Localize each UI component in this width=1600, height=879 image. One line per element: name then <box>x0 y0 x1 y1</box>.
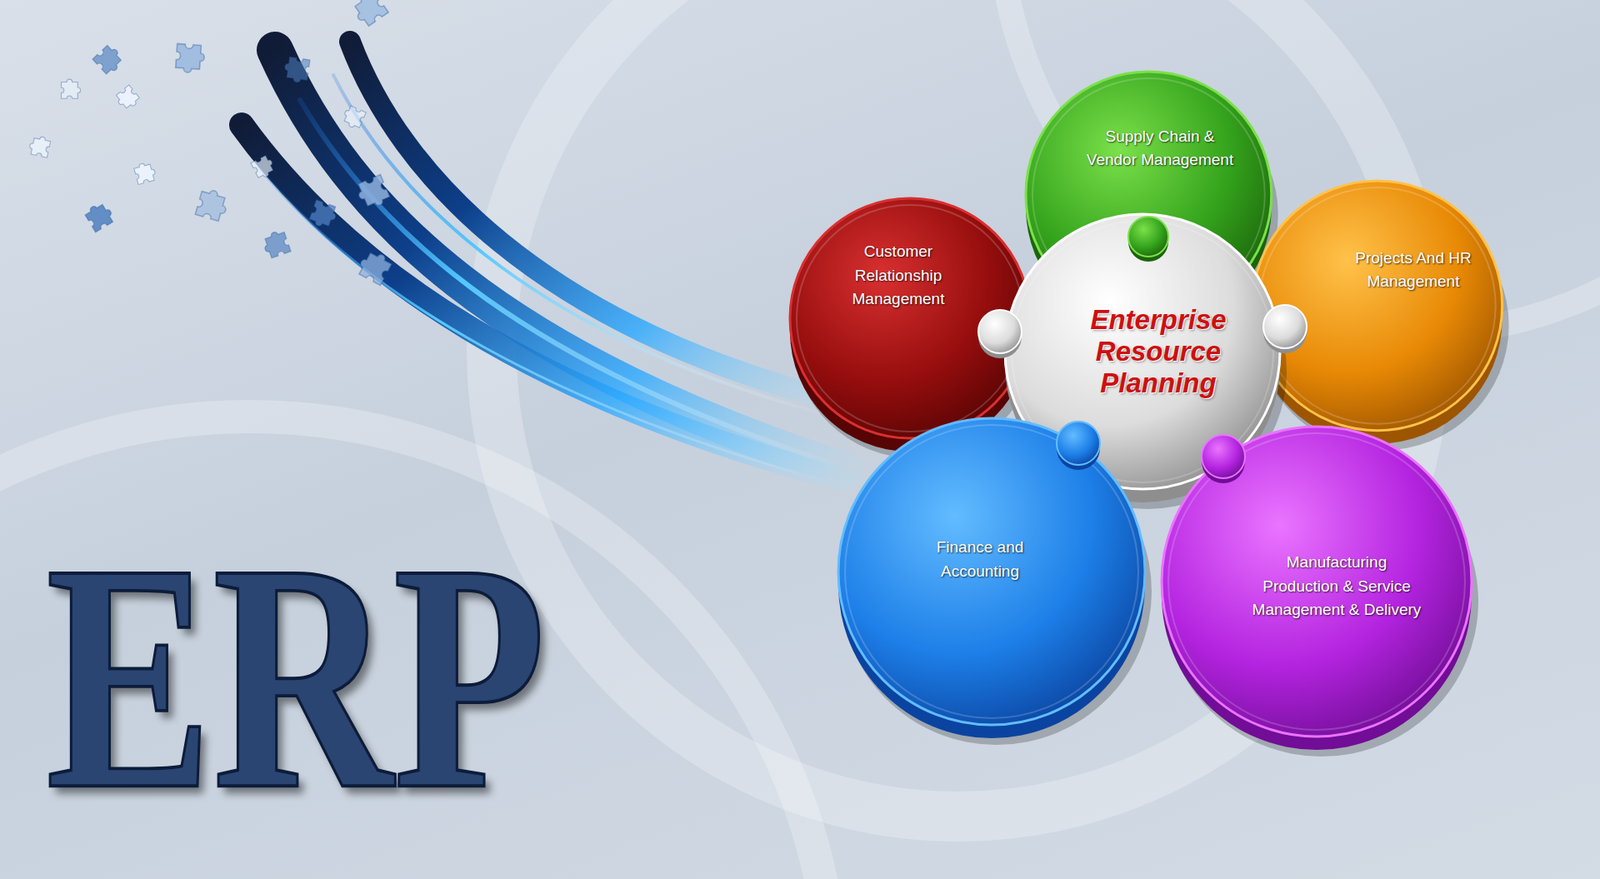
hub-label: Enterprise Resource Planning <box>1069 304 1249 400</box>
puzzle-knob <box>1263 305 1307 349</box>
swoosh <box>241 41 846 484</box>
piece-top <box>838 418 1145 725</box>
puzzle-icon <box>283 56 310 84</box>
piece-rim <box>1259 187 1496 425</box>
puzzle-knob <box>1201 435 1245 479</box>
puzzle-knob <box>978 310 1022 354</box>
puzzle-knob <box>1056 421 1100 465</box>
puzzle-icon <box>133 160 157 185</box>
piece-top <box>1161 426 1472 737</box>
puzzle-icon <box>114 85 141 112</box>
module-label: Manufacturing Production & Service Manag… <box>1248 550 1425 623</box>
puzzle-icon <box>83 200 116 233</box>
module-label: Projects And HR Management <box>1352 245 1474 294</box>
piece-top <box>790 198 1030 439</box>
puzzle-icons <box>28 0 394 286</box>
module-label: Finance and Accounting <box>917 535 1043 584</box>
puzzle-knob <box>1128 216 1169 257</box>
puzzle-icon <box>354 175 391 212</box>
module-label: Customer Relationship Management <box>844 240 953 312</box>
piece-rim <box>1168 433 1465 730</box>
title: ERP <box>45 514 546 840</box>
puzzle-icon <box>308 200 339 230</box>
puzzle-icon <box>60 79 80 99</box>
module-label: Supply Chain & Vendor Management <box>1085 124 1235 172</box>
module-piece: Finance and Accounting <box>838 418 1145 725</box>
puzzle-icon <box>28 135 51 158</box>
piece-rim <box>796 205 1024 432</box>
puzzle-icon <box>340 105 366 130</box>
puzzle-icon <box>250 154 277 180</box>
piece-top <box>1252 180 1503 431</box>
puzzle-icon <box>175 43 205 74</box>
puzzle-icon <box>195 187 230 223</box>
puzzle-icon <box>260 229 291 260</box>
puzzle-icon <box>92 43 126 77</box>
puzzle-icon <box>349 0 389 29</box>
puzzle-icon <box>355 247 394 285</box>
module-piece: Manufacturing Production & Service Manag… <box>1161 426 1472 737</box>
piece-rim <box>845 425 1139 719</box>
